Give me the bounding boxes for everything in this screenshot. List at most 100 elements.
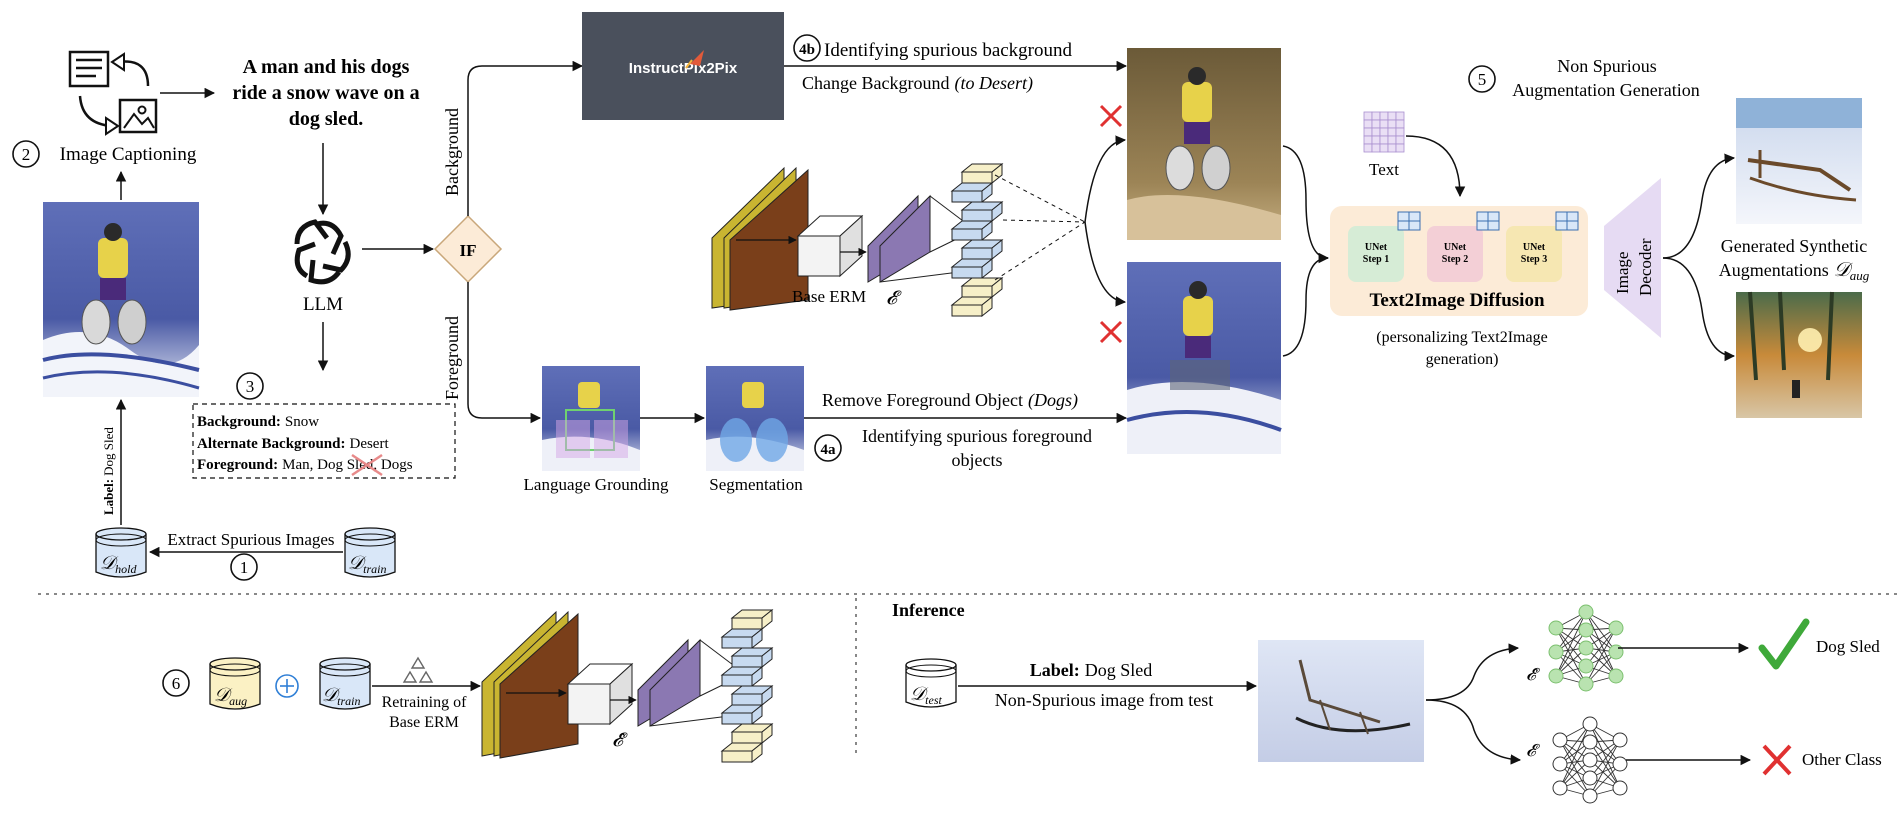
diffusion-sub-line-1: (personalizing Text2Image xyxy=(1376,329,1547,346)
d-train-symbol-bottom: 𝒟train xyxy=(322,685,361,708)
generated-sled-photo xyxy=(1736,98,1862,224)
d-test-database xyxy=(905,658,957,708)
unet-text-tokens xyxy=(1397,211,1579,231)
reject-cross-icon xyxy=(1099,104,1123,128)
if-label: IF xyxy=(460,241,477,260)
inference-label: Label:Dog Sled xyxy=(1030,660,1153,680)
step-2-number: 2 xyxy=(22,145,31,164)
generated-line-1: Generated Synthetic xyxy=(1721,236,1867,256)
step-4a-action: Remove Foreground Object(Dogs) xyxy=(822,390,1078,411)
d-train-database xyxy=(344,527,396,578)
step-5-line-1: Non Spurious xyxy=(1557,56,1657,76)
attr-background: Background:Snow xyxy=(197,414,319,430)
cycle-arrows-icon xyxy=(78,52,150,136)
step-4a-title-line-2: objects xyxy=(952,450,1003,470)
diffusion-sub-line-2: generation) xyxy=(1426,351,1499,368)
llm-logo-icon xyxy=(294,219,351,285)
inference-caption: Non-Spurious image from test xyxy=(995,690,1213,710)
step-6-number: 6 xyxy=(172,674,181,693)
unet-2-line-1: UNet xyxy=(1444,242,1467,253)
retrained-erm-network xyxy=(481,610,746,759)
image-decoder-trapezoid xyxy=(1604,178,1661,338)
llm-label: LLM xyxy=(303,294,343,315)
step-5-number: 5 xyxy=(1478,70,1487,89)
step-5-line-2: Augmentation Generation xyxy=(1512,80,1699,100)
unet-step-1 xyxy=(1348,226,1404,282)
vertical-label: Label: Dog Sled xyxy=(101,427,116,515)
extract-spurious-label: Extract Spurious Images xyxy=(167,530,334,549)
unet-2-line-2: Step 2 xyxy=(1442,254,1468,265)
foreground-branch-label: Foreground xyxy=(442,316,462,400)
language-grounding-photo xyxy=(542,366,640,471)
desert-background-photo xyxy=(1127,48,1281,240)
decoder-line-2: Decoder xyxy=(1636,238,1655,296)
retrained-erm-symbol: 𝓔̂ xyxy=(612,730,628,751)
step-1-number: 1 xyxy=(240,558,249,577)
segmentation-photo xyxy=(706,366,804,471)
retraining-line-1: Retraining of xyxy=(382,694,468,711)
base-erm-symbol: 𝓔 xyxy=(886,288,902,309)
result-correct-label: Dog Sled xyxy=(1816,637,1880,656)
wrong-cross-icon xyxy=(1762,744,1792,776)
d-aug-symbol: 𝒟aug xyxy=(214,685,247,708)
step-5-badge xyxy=(1468,65,1496,93)
base-classifier-network xyxy=(1552,716,1628,804)
erm-projection-lines xyxy=(994,174,1086,281)
step-3-badge xyxy=(236,372,264,400)
checkmark-icon xyxy=(1758,618,1810,670)
unet-3-line-2: Step 3 xyxy=(1521,254,1547,265)
unet-1-line-1: UNet xyxy=(1365,242,1388,253)
recycle-icon xyxy=(402,656,434,683)
text-token-grid-icon xyxy=(1363,111,1405,153)
reject-cross-icon xyxy=(1099,320,1123,344)
step-4a-title-line-1: Identifying spurious foreground xyxy=(862,426,1092,446)
inference-title: Inference xyxy=(892,600,965,620)
attr-foreground: Foreground:Man, Dog Sled, Dogs xyxy=(197,457,413,473)
step-1-badge xyxy=(230,553,258,581)
retrained-classifier-network xyxy=(1548,604,1624,692)
cross-mark-icon xyxy=(351,453,383,477)
caption-line-1: A man and his dogs xyxy=(243,56,410,78)
unet-step-2 xyxy=(1427,226,1483,282)
step-4a-number: 4a xyxy=(821,442,837,458)
vertical-label-key: Label: xyxy=(101,479,116,515)
d-train-database-bottom xyxy=(319,657,371,710)
step-4b-number: 4b xyxy=(799,42,815,58)
inference-model-symbol: 𝓔 xyxy=(1526,741,1541,760)
d-hold-symbol: 𝒟hold xyxy=(100,553,138,576)
vertical-label-value: Dog Sled xyxy=(101,427,116,476)
base-erm-network xyxy=(711,166,976,311)
instructpix2pix-box xyxy=(582,12,784,120)
diffusion-title: Text2Image Diffusion xyxy=(1369,290,1544,311)
unet-3-line-1: UNet xyxy=(1523,242,1546,253)
original-dog-sled-photo xyxy=(42,202,200,397)
background-branch-label: Background xyxy=(442,108,462,196)
step-4a-badge xyxy=(814,434,842,462)
decoder-line-1: Image xyxy=(1613,252,1632,294)
segmentation-label: Segmentation xyxy=(709,475,803,494)
step-4b-action: Change Background(to Desert) xyxy=(802,73,1033,94)
image-icon xyxy=(118,98,158,134)
d-test-symbol: 𝒟test xyxy=(910,684,943,707)
document-icon xyxy=(68,50,110,88)
base-erm-label: Base ERM xyxy=(792,287,866,306)
d-train-symbol: 𝒟train xyxy=(348,553,387,576)
rocket-icon xyxy=(685,50,704,69)
feature-stack xyxy=(950,162,1004,318)
step-4b-badge xyxy=(793,34,821,62)
retraining-line-2: Base ERM xyxy=(389,714,459,731)
caption-line-2: ride a snow wave on a xyxy=(232,82,419,104)
attr-alt-background: Alternate Background:Desert xyxy=(197,436,389,452)
text-label: Text xyxy=(1369,160,1399,179)
result-wrong-label: Other Class xyxy=(1802,750,1882,769)
language-grounding-label: Language Grounding xyxy=(524,475,669,494)
caption-line-3: dog sled. xyxy=(289,108,363,130)
generated-forest-photo xyxy=(1736,291,1862,418)
step-3-number: 3 xyxy=(246,377,255,396)
d-aug-database xyxy=(209,657,261,710)
unet-step-3 xyxy=(1506,226,1562,282)
plus-icon xyxy=(275,674,299,698)
attributes-box xyxy=(192,403,456,479)
